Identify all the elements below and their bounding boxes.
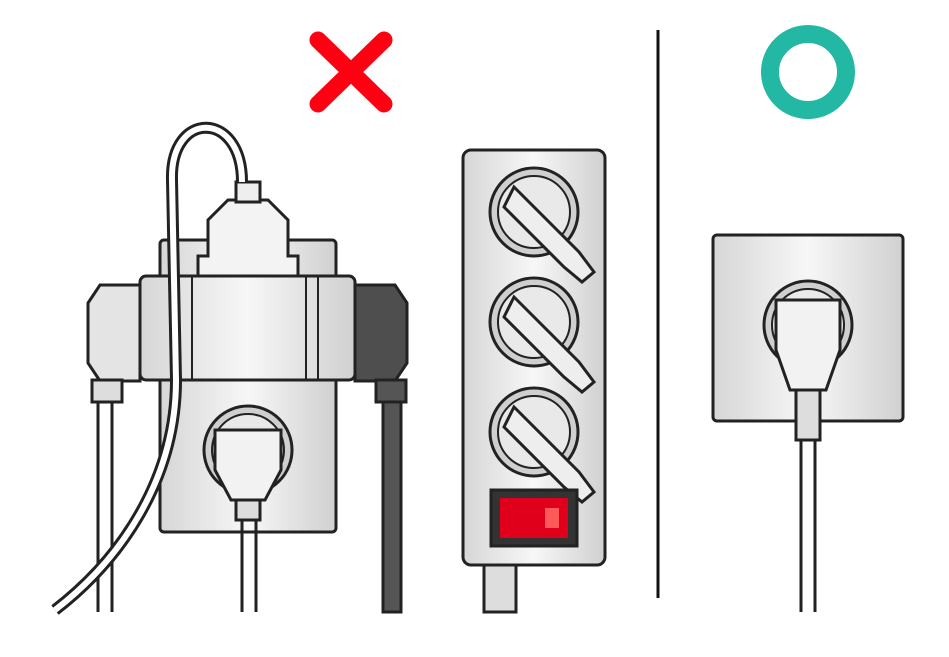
circle-icon <box>761 25 855 119</box>
overloaded-socket <box>51 121 409 615</box>
power-strip <box>461 148 607 614</box>
cross-icon <box>309 31 393 113</box>
correct-socket <box>711 233 905 612</box>
